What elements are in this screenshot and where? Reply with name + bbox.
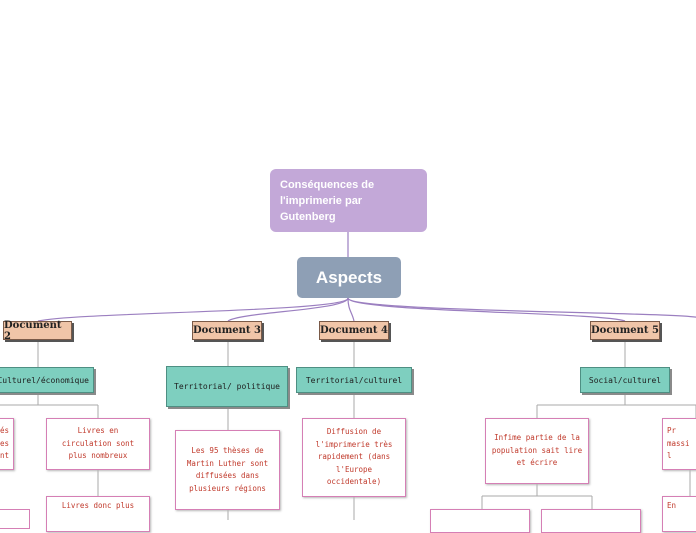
mind-map-canvas: Conséquences de l'imprimerie par Gutenbe… — [0, 169, 696, 533]
leaf-doc2-cut[interactable]: és ces nt — [0, 418, 14, 470]
category-social-culturel-label: Social/culturel — [588, 375, 662, 385]
leaf-doc2-lower-cut[interactable] — [0, 509, 30, 529]
document-5-label: Document 5 — [591, 325, 659, 336]
category-territorial-culturel[interactable]: Territorial/culturel — [296, 367, 412, 393]
document-3-label: Document 3 — [193, 325, 261, 336]
leaf-doc5-right-cut-text: Pr massi l — [667, 426, 690, 461]
category-social-culturel[interactable]: Social/culturel — [580, 367, 670, 393]
main-topic-aspects[interactable]: Aspects — [297, 257, 401, 298]
leaf-infime-partie-text: Infime partie de la population sait lire… — [491, 433, 583, 468]
connector-lines — [0, 232, 696, 520]
leaf-doc5-right-lower-cut-text: En — [667, 501, 677, 510]
document-4-label: Document 4 — [320, 325, 388, 336]
leaf-doc2-cut-text: és ces nt — [0, 426, 9, 461]
category-culturel-economique-label: Culturel/économique — [0, 375, 89, 385]
leaf-doc5-right-lower-cut[interactable]: En — [662, 496, 696, 532]
document-2-node[interactable]: Document 2 — [3, 319, 72, 342]
main-topic-label: Aspects — [315, 267, 383, 287]
document-2-label: Document 2 — [4, 319, 62, 342]
category-culturel-economique[interactable]: Culturel/économique — [0, 367, 94, 393]
leaf-doc5-sub-b[interactable] — [541, 509, 641, 533]
document-4-node[interactable]: Document 4 — [319, 321, 389, 340]
leaf-doc5-right-cut[interactable]: Pr massi l — [662, 418, 696, 470]
category-territorial-politique[interactable]: Territorial/ politique — [166, 366, 288, 407]
leaf-95-theses[interactable]: Les 95 thèses de Martin Luther sont diff… — [175, 430, 280, 510]
leaf-livres-circulation[interactable]: Livres en circulation sont plus nombreux — [46, 418, 150, 470]
document-3-node[interactable]: Document 3 — [192, 321, 262, 340]
leaf-infime-partie[interactable]: Infime partie de la population sait lire… — [485, 418, 589, 484]
root-topic[interactable]: Conséquences de l'imprimerie par Gutenbe… — [270, 169, 427, 232]
leaf-doc5-sub-a[interactable] — [430, 509, 530, 533]
document-5-node[interactable]: Document 5 — [590, 321, 660, 340]
leaf-95-theses-text: Les 95 thèses de Martin Luther sont diff… — [186, 446, 269, 493]
category-territorial-politique-label: Territorial/ politique — [174, 382, 280, 391]
leaf-livres-donc-plus-text: Livres donc plus — [61, 501, 135, 510]
leaf-diffusion-imprimerie-text: Diffusion de l'imprimerie très rapidemen… — [315, 427, 393, 487]
leaf-livres-circulation-text: Livres en circulation sont plus nombreux — [61, 426, 135, 461]
root-topic-label: Conséquences de l'imprimerie par Gutenbe… — [280, 179, 375, 223]
leaf-livres-donc-plus[interactable]: Livres donc plus — [46, 496, 150, 532]
leaf-diffusion-imprimerie[interactable]: Diffusion de l'imprimerie très rapidemen… — [302, 418, 406, 497]
category-territorial-culturel-label: Territorial/culturel — [305, 375, 403, 385]
